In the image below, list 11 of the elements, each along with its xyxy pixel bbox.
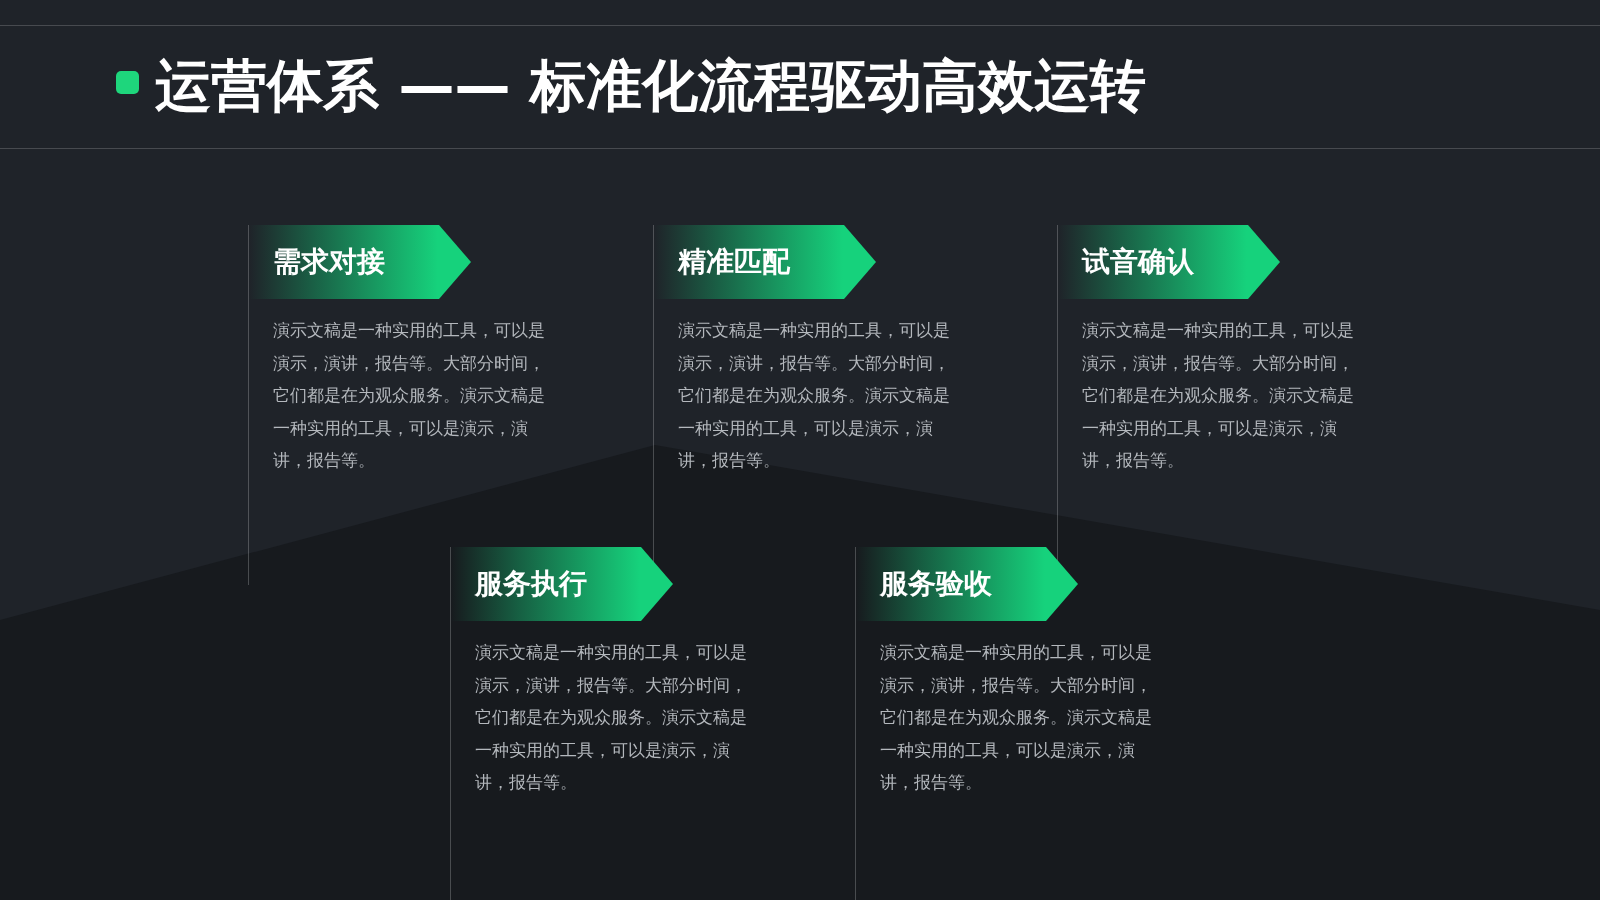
step-description: 演示文稿是一种实用的工具，可以是演示，演讲，报告等。大部分时间，它们都是在为观众服务。演示文稿是一种实用的工具，可以是演示，演讲，报告等。 bbox=[678, 320, 951, 472]
step-heading: 试音确认 bbox=[1082, 244, 1194, 280]
step-description: 演示文稿是一种实用的工具，可以是演示，演讲，报告等。大部分时间，它们都是在为观众服务。演示文稿是一种实用的工具，可以是演示，演讲，报告等。 bbox=[1082, 320, 1355, 472]
step-heading: 需求对接 bbox=[273, 244, 385, 280]
step-heading: 服务执行 bbox=[475, 566, 587, 602]
step-heading: 服务验收 bbox=[880, 566, 992, 602]
step-heading: 精准匹配 bbox=[678, 244, 790, 280]
slide-title: 运营体系 —— 标准化流程驱动高效运转 bbox=[155, 52, 1146, 120]
step-description: 演示文稿是一种实用的工具，可以是演示，演讲，报告等。大部分时间，它们都是在为观众服务。演示文稿是一种实用的工具，可以是演示，演讲，报告等。 bbox=[475, 642, 748, 794]
step-description: 演示文稿是一种实用的工具，可以是演示，演讲，报告等。大部分时间，它们都是在为观众服务。演示文稿是一种实用的工具，可以是演示，演讲，报告等。 bbox=[880, 642, 1153, 794]
step-description: 演示文稿是一种实用的工具，可以是演示，演讲，报告等。大部分时间，它们都是在为观众服务。演示文稿是一种实用的工具，可以是演示，演讲，报告等。 bbox=[273, 320, 546, 472]
